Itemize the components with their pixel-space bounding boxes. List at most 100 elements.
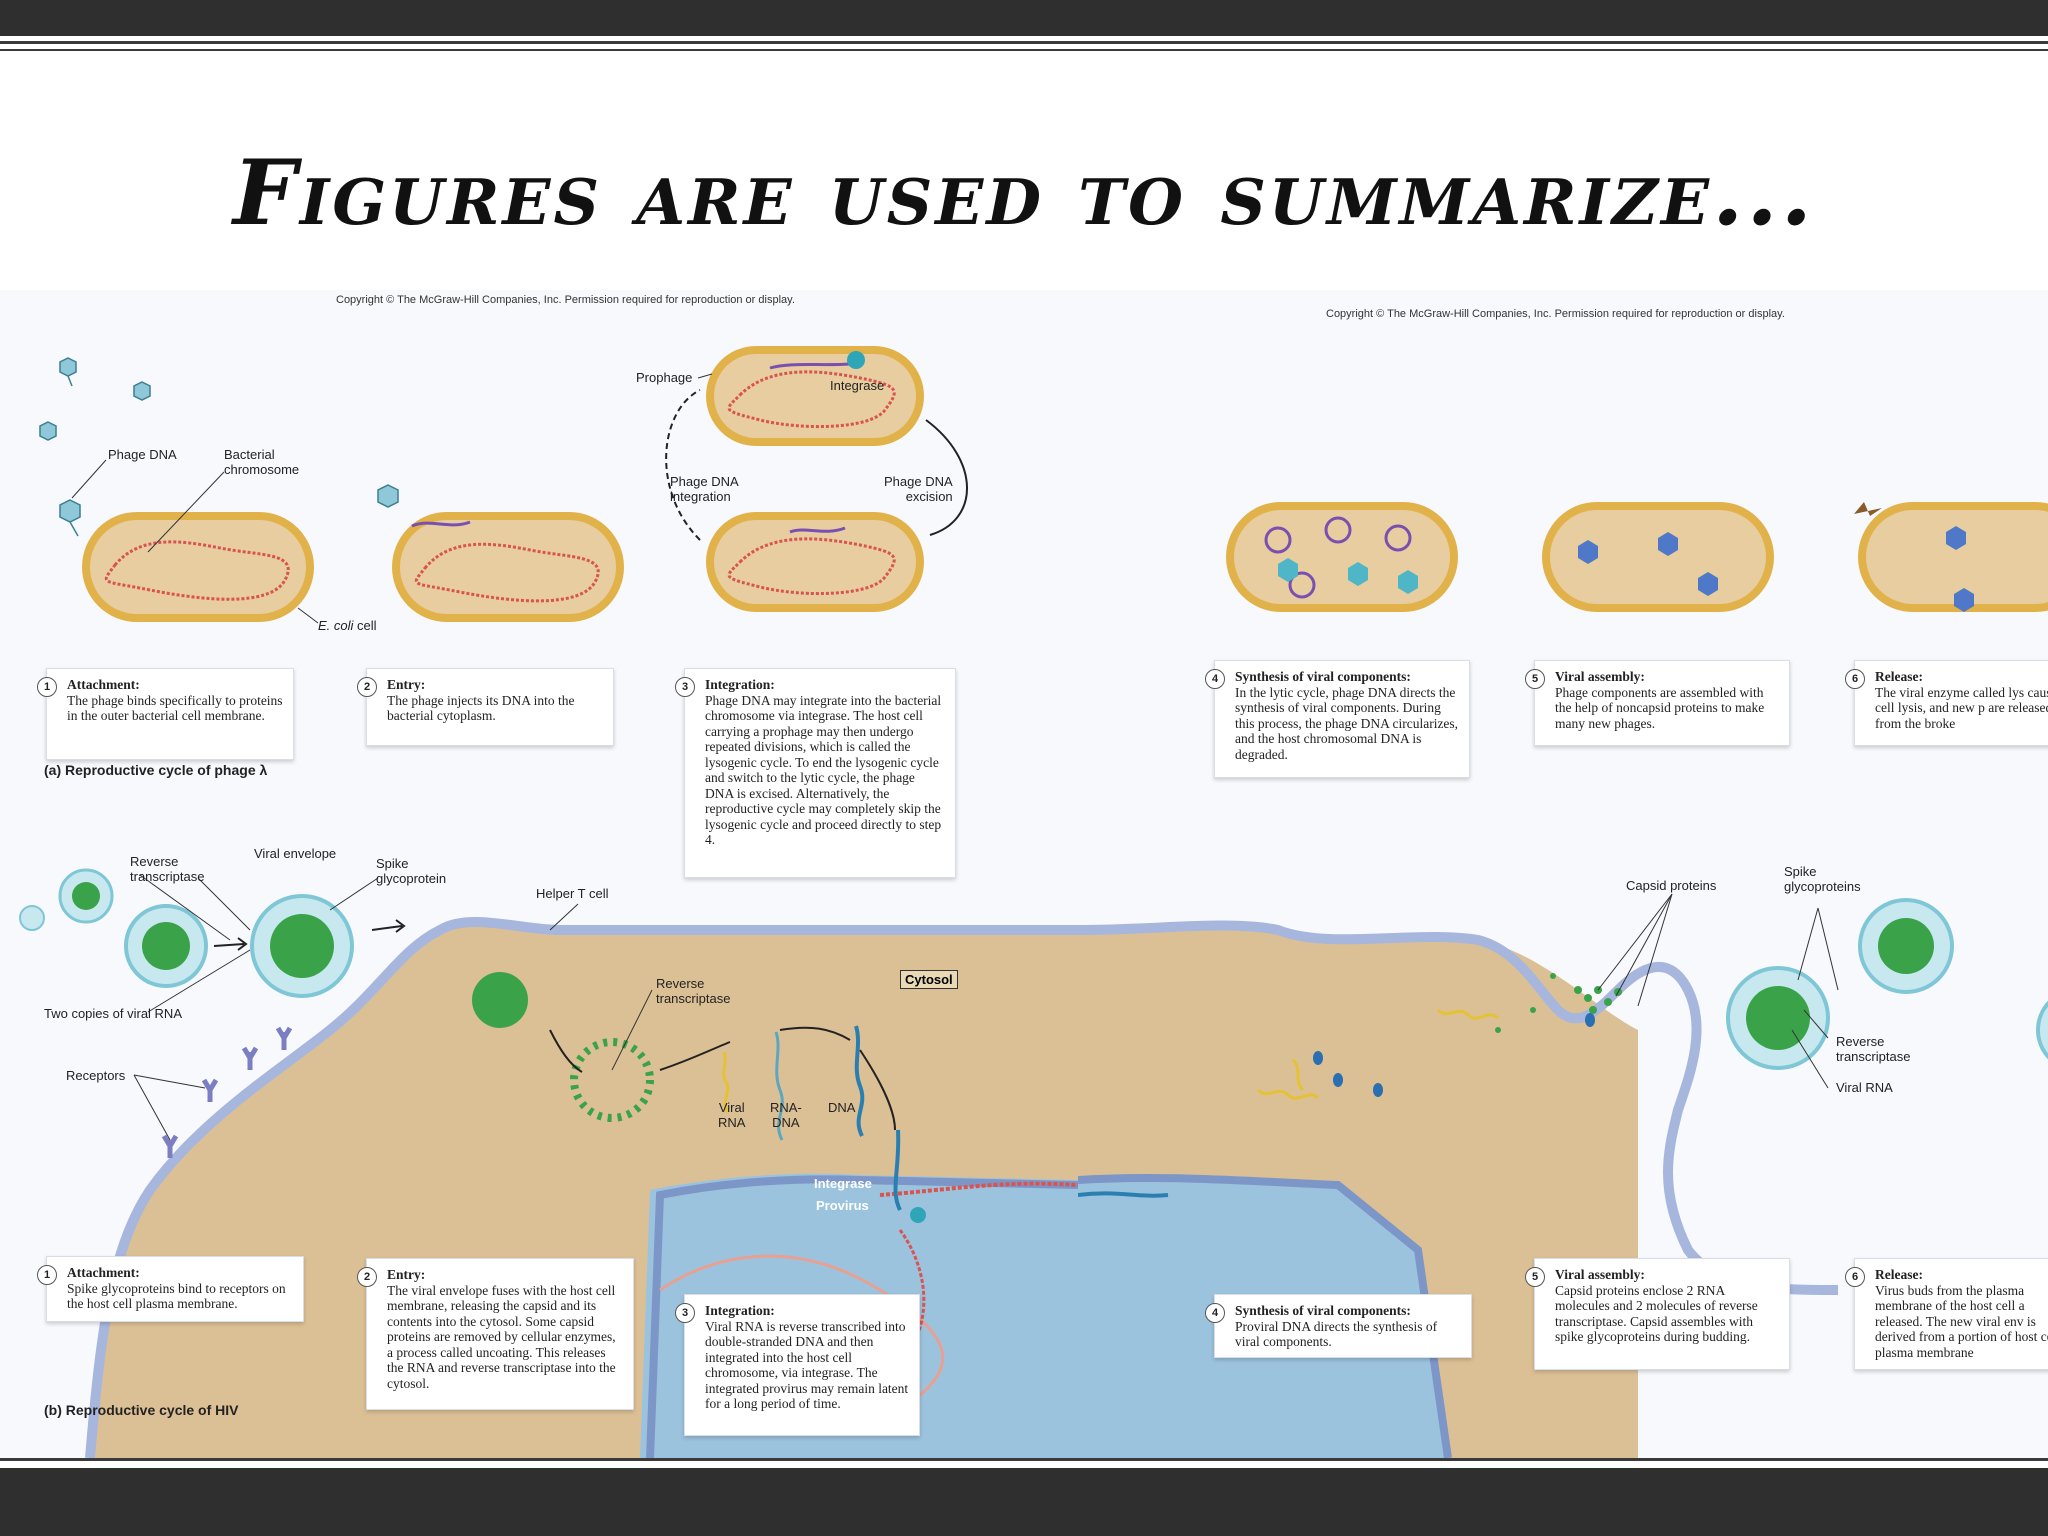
- panel-a-title: (a) Reproductive cycle of phage λ: [44, 762, 268, 778]
- step-number: 5: [1525, 669, 1545, 689]
- caption-body: In the lytic cycle, phage DNA directs th…: [1235, 684, 1459, 762]
- receptor-icon: [161, 1026, 293, 1158]
- caption-body: Spike glycoproteins bind to receptors on…: [67, 1280, 286, 1312]
- step-number: 6: [1845, 1267, 1865, 1287]
- step-number: 1: [37, 677, 57, 697]
- caption-b-2: 2 Entry: The viral envelope fuses with t…: [357, 1258, 634, 1410]
- step-number: 4: [1205, 1303, 1225, 1323]
- caption-heading: Synthesis of viral components:: [1235, 669, 1411, 684]
- hiv-virion-icon: [19, 868, 654, 1122]
- figure-left: Copyright © The McGraw-Hill Companies, I…: [0, 290, 1078, 1458]
- label-phage-dna-excision: Phage DNA excision: [884, 474, 953, 504]
- copyright-right: Copyright © The McGraw-Hill Companies, I…: [1326, 308, 1785, 320]
- bottom-frame-bar: [0, 1468, 2048, 1536]
- step-number: 2: [357, 677, 377, 697]
- label-dna: DNA: [828, 1100, 856, 1115]
- top-frame-line: [0, 49, 2048, 51]
- figure-right: Copyright © The McGraw-Hill Companies, I…: [1078, 290, 2048, 1458]
- caption-heading: Integration:: [705, 677, 775, 692]
- caption-heading: Entry:: [387, 1267, 426, 1282]
- caption-body: The phage injects its DNA into the bacte…: [387, 692, 575, 724]
- step-number: 5: [1525, 1267, 1545, 1287]
- slide-title: Figures are used to summarize...: [232, 140, 1816, 246]
- caption-heading: Attachment:: [67, 1265, 140, 1280]
- label-receptors: Receptors: [66, 1068, 126, 1083]
- top-frame-bar: [0, 0, 2048, 36]
- step-number: 6: [1845, 669, 1865, 689]
- label-cytosol: Cytosol: [900, 970, 958, 989]
- caption-body: The viral enzyme called lys causes cell …: [1875, 684, 2048, 731]
- bacterium-icon: [1226, 502, 1458, 612]
- bacterium-icon: [1854, 502, 2048, 612]
- label-reverse-transcriptase-2: Reverse transcriptase: [656, 976, 731, 1006]
- label-integrase-top: Integrase: [830, 378, 885, 393]
- label-ecoli-italic: E. coli: [318, 618, 354, 633]
- caption-heading: Synthesis of viral components:: [1235, 1303, 1411, 1318]
- label-two-copies-viral-rna: Two copies of viral RNA: [44, 1006, 182, 1021]
- phage-icon: [39, 357, 399, 537]
- caption-heading: Integration:: [705, 1303, 775, 1318]
- capsid-protein-dots: [1495, 973, 1622, 1033]
- caption-a-1: 1 Attachment: The phage binds specifical…: [37, 668, 294, 760]
- label-spike-glycoproteins: Spike glycoproteins: [1784, 864, 1861, 894]
- caption-b-6: 6 Release: Virus buds from the plasma me…: [1845, 1258, 2048, 1370]
- label-rna-dna: RNA- DNA: [770, 1100, 802, 1130]
- step-number: 1: [37, 1265, 57, 1285]
- caption-body: Viral RNA is reverse transcribed into do…: [705, 1318, 909, 1412]
- caption-heading: Entry:: [387, 677, 426, 692]
- caption-body: Proviral DNA directs the synthesis of vi…: [1235, 1318, 1438, 1350]
- caption-heading: Attachment:: [67, 677, 140, 692]
- caption-body: The phage binds specifically to proteins…: [67, 692, 283, 724]
- caption-a-6: 6 Release: The viral enzyme called lys c…: [1845, 660, 2048, 746]
- label-phage-dna-integration: Phage DNA integration: [670, 474, 739, 504]
- label-bacterial-chromosome: Bacterial chromosome: [224, 447, 300, 477]
- step-number: 4: [1205, 669, 1225, 689]
- bacterium-icon: [82, 512, 314, 622]
- label-ecoli-cell: E. coli cell: [318, 618, 377, 633]
- caption-b-1: 1 Attachment: Spike glycoproteins bind t…: [37, 1256, 304, 1322]
- label-integrase: Integrase: [814, 1176, 872, 1191]
- label-reverse-transcriptase: Reverse transcriptase: [130, 854, 205, 884]
- caption-body: The viral envelope fuses with the host c…: [387, 1282, 616, 1391]
- label-prophage: Prophage: [636, 370, 693, 385]
- label-viral-rna-right: Viral RNA: [1836, 1080, 1893, 1095]
- label-reverse-transcriptase-right: Reverse transcriptase: [1836, 1034, 1911, 1064]
- caption-b-3: 3 Integration: Viral RNA is reverse tran…: [675, 1294, 920, 1436]
- caption-body: Capsid proteins enclose 2 RNA molecules …: [1555, 1282, 1758, 1345]
- integration-arrow: [665, 389, 701, 541]
- label-capsid-proteins: Capsid proteins: [1626, 878, 1717, 893]
- step-number: 3: [675, 677, 695, 697]
- caption-a-4: 4 Synthesis of viral components: In the …: [1205, 660, 1470, 778]
- copyright-left: Copyright © The McGraw-Hill Companies, I…: [336, 294, 795, 306]
- caption-heading: Release:: [1875, 1267, 1923, 1282]
- step-number: 3: [675, 1303, 695, 1323]
- figure-right-illustration: [1078, 502, 2048, 1458]
- caption-body: Phage components are assembled with the …: [1555, 684, 1765, 731]
- caption-body: Virus buds from the plasma membrane of t…: [1875, 1282, 2048, 1360]
- panel-b-title: (b) Reproductive cycle of HIV: [44, 1402, 239, 1418]
- label-viral-envelope: Viral envelope: [254, 846, 337, 861]
- label-spike-glycoprotein: Spike glycoprotein: [376, 856, 447, 886]
- caption-heading: Viral assembly:: [1555, 1267, 1645, 1282]
- caption-b-4: 4 Synthesis of viral components: Provira…: [1205, 1294, 1472, 1358]
- label-viral-rna: Viral RNA: [718, 1100, 746, 1130]
- step-number: 2: [357, 1267, 377, 1287]
- bacterium-icon: [1542, 502, 1774, 612]
- caption-a-5: 5 Viral assembly: Phage components are a…: [1525, 660, 1790, 746]
- caption-heading: Release:: [1875, 669, 1923, 684]
- caption-a-3: 3 Integration: Phage DNA may integrate i…: [675, 668, 956, 878]
- caption-body: Phage DNA may integrate into the bacteri…: [705, 692, 942, 848]
- bacterium-icon: [706, 512, 924, 612]
- label-provirus: Provirus: [816, 1198, 869, 1213]
- caption-a-2: 2 Entry: The phage injects its DNA into …: [357, 668, 614, 746]
- excision-arrow: [925, 419, 968, 536]
- top-frame-line: [0, 41, 2048, 44]
- label-ecoli-rest: cell: [353, 618, 377, 633]
- bottom-frame-line: [0, 1458, 2048, 1461]
- reverse-transcriptase-dots: [1313, 1013, 1595, 1097]
- label-phage-dna: Phage DNA: [108, 447, 177, 462]
- bacterium-icon: [392, 512, 624, 622]
- caption-b-5: 5 Viral assembly: Capsid proteins enclos…: [1525, 1258, 1790, 1370]
- label-helper-t-cell: Helper T cell: [536, 886, 609, 901]
- caption-heading: Viral assembly:: [1555, 669, 1645, 684]
